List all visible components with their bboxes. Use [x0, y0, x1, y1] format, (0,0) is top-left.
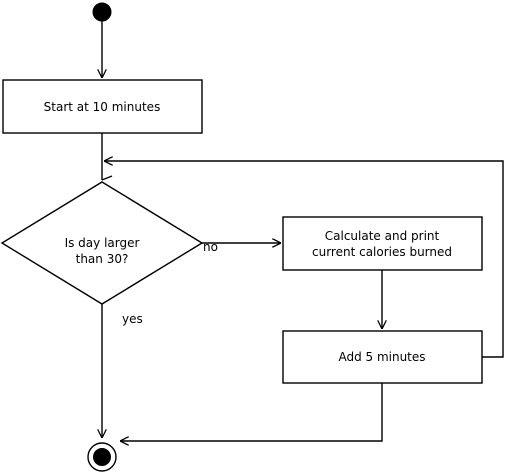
action-add-5-minutes: Add 5 minutes [282, 330, 483, 384]
action-calculate-line2: current calories burned [312, 245, 452, 259]
decision-label-line1: Is day larger [65, 236, 140, 250]
action-start-at-10-minutes: Start at 10 minutes [2, 79, 203, 134]
action-start-label: Start at 10 minutes [44, 100, 161, 114]
action-add-label: Add 5 minutes [338, 350, 425, 364]
edge-label-no: no [203, 240, 218, 254]
junction-tick [101, 175, 113, 181]
final-node [87, 442, 117, 472]
initial-node [92, 2, 112, 22]
decision-is-day-larger-than-30: Is day larger than 30? [0, 181, 204, 305]
decision-label-line2: than 30? [76, 252, 129, 266]
edge-add-loop-back [104, 161, 504, 358]
edge-add-to-end [120, 383, 383, 441]
action-calculate-calories: Calculate and print current calories bur… [282, 216, 483, 271]
edge-label-yes: yes [122, 312, 143, 326]
action-calculate-line1: Calculate and print [325, 229, 440, 243]
